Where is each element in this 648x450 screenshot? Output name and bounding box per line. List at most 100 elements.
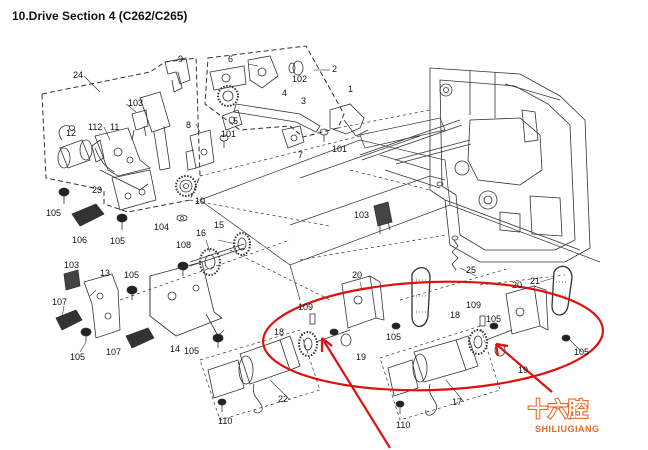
gear-10	[175, 175, 197, 197]
callout-8: 8	[186, 120, 191, 130]
sensor-103-low	[63, 269, 81, 291]
callout-19-a: 19	[356, 352, 366, 362]
highlight-arrow-right-head	[494, 342, 509, 357]
highlight-ellipse	[261, 280, 605, 392]
callout-20-b: 20	[512, 280, 522, 290]
motor-17	[387, 335, 479, 416]
callout-4: 4	[282, 88, 287, 98]
callout-3: 3	[301, 96, 306, 106]
page-title: 10.Drive Section 4 (C262/C265)	[12, 9, 188, 23]
callout-103-top: 103	[128, 98, 143, 108]
bushing-102	[288, 60, 304, 76]
callout-105-g: 105	[486, 314, 501, 324]
callout-6: 6	[228, 54, 233, 64]
callout-24: 24	[73, 70, 83, 80]
callout-107-a: 107	[52, 297, 67, 307]
callout-108: 108	[176, 240, 191, 250]
gear-assembly-15-16	[189, 232, 251, 276]
callout-112: 112	[88, 122, 102, 132]
callout-18-a: 18	[274, 327, 284, 337]
pin-109	[309, 313, 486, 327]
bracket-23	[111, 169, 157, 211]
rear-plate	[199, 117, 601, 301]
screw-105-low2	[80, 327, 92, 342]
callout-103-mid: 103	[354, 210, 369, 220]
tensioner-107-a	[55, 309, 83, 331]
highlight-arrow-left	[321, 337, 391, 449]
screw-105-left-top	[58, 187, 70, 204]
callout-18-b: 18	[450, 310, 460, 320]
bracket-20-right	[505, 285, 549, 335]
belt-21-right	[551, 265, 573, 316]
frame-arm-group24	[139, 91, 171, 171]
callout-13: 13	[100, 268, 110, 278]
clip-104	[176, 214, 188, 222]
callout-19-b: 19	[518, 365, 528, 375]
plate-8	[185, 129, 215, 171]
frame-shaft	[359, 119, 472, 187]
tensioner-106	[71, 203, 105, 227]
sensor-103-top	[131, 109, 149, 141]
motor-12	[57, 125, 93, 169]
arm-3	[233, 103, 321, 133]
screw-105-left-mid	[116, 213, 128, 230]
callout-21: 21	[530, 276, 540, 286]
spring-25	[451, 235, 459, 271]
callout-22: 22	[278, 394, 288, 404]
callout-109-a: 109	[298, 302, 313, 312]
callout-101-a: 101	[221, 129, 236, 139]
callout-11: 11	[110, 122, 119, 132]
callout-14: 14	[170, 344, 180, 354]
belt-21-left	[411, 267, 431, 328]
watermark-text: SHILIUGIANG	[535, 424, 600, 434]
bracket-13	[83, 273, 121, 339]
sensor-103-mid	[373, 201, 393, 234]
screw-101	[219, 128, 329, 148]
lever-5	[221, 109, 243, 131]
callout-105-b: 105	[110, 236, 125, 246]
screw-108	[177, 261, 189, 276]
callout-9: 9	[178, 54, 183, 64]
bracket-14	[149, 261, 225, 337]
callout-12: 12	[66, 128, 76, 138]
watermark-glyphs: 十六腔	[528, 397, 588, 421]
lever-1	[329, 103, 369, 137]
callout-105-h: 105	[574, 347, 589, 357]
link-7	[281, 125, 305, 149]
callout-7: 7	[298, 150, 303, 160]
callout-10: 10	[195, 196, 205, 206]
callout-20-a: 20	[352, 270, 362, 280]
callout-105-a: 105	[46, 208, 61, 218]
callout-105-c: 105	[124, 270, 139, 280]
callout-25: 25	[466, 265, 476, 275]
tensioner-107-b	[125, 327, 155, 349]
callout-5: 5	[233, 116, 238, 126]
screw-105-right	[329, 322, 571, 342]
callout-104: 104	[154, 222, 169, 232]
main-frame	[429, 67, 591, 263]
screw-105-low3	[212, 333, 224, 348]
highlight-arrow-left-head	[320, 337, 333, 352]
callout-17: 17	[452, 397, 462, 407]
highlight-arrow-right	[495, 343, 553, 393]
callout-23: 23	[92, 185, 102, 195]
red-highlight	[261, 280, 605, 449]
callout-leaders	[61, 63, 583, 403]
callout-107-b: 107	[106, 347, 121, 357]
callout-102: 102	[292, 74, 307, 84]
bracket-11	[91, 127, 151, 191]
bracket-20-left	[341, 275, 385, 329]
callout-labels: 24 9 6 102 2 5 4 3 1 103 112 12 11 8 101…	[46, 54, 589, 430]
callout-105-d: 105	[70, 352, 85, 362]
callout-16: 16	[196, 228, 206, 238]
callout-106: 106	[72, 235, 87, 245]
watermark: 十六腔 SHILIUGIANG	[527, 396, 600, 434]
callout-15: 15	[214, 220, 224, 230]
callout-1: 1	[348, 84, 353, 94]
callout-101-b: 101	[332, 144, 347, 154]
gear-4	[217, 85, 239, 107]
bracket-6	[209, 55, 279, 91]
callout-103-low: 103	[64, 260, 79, 270]
